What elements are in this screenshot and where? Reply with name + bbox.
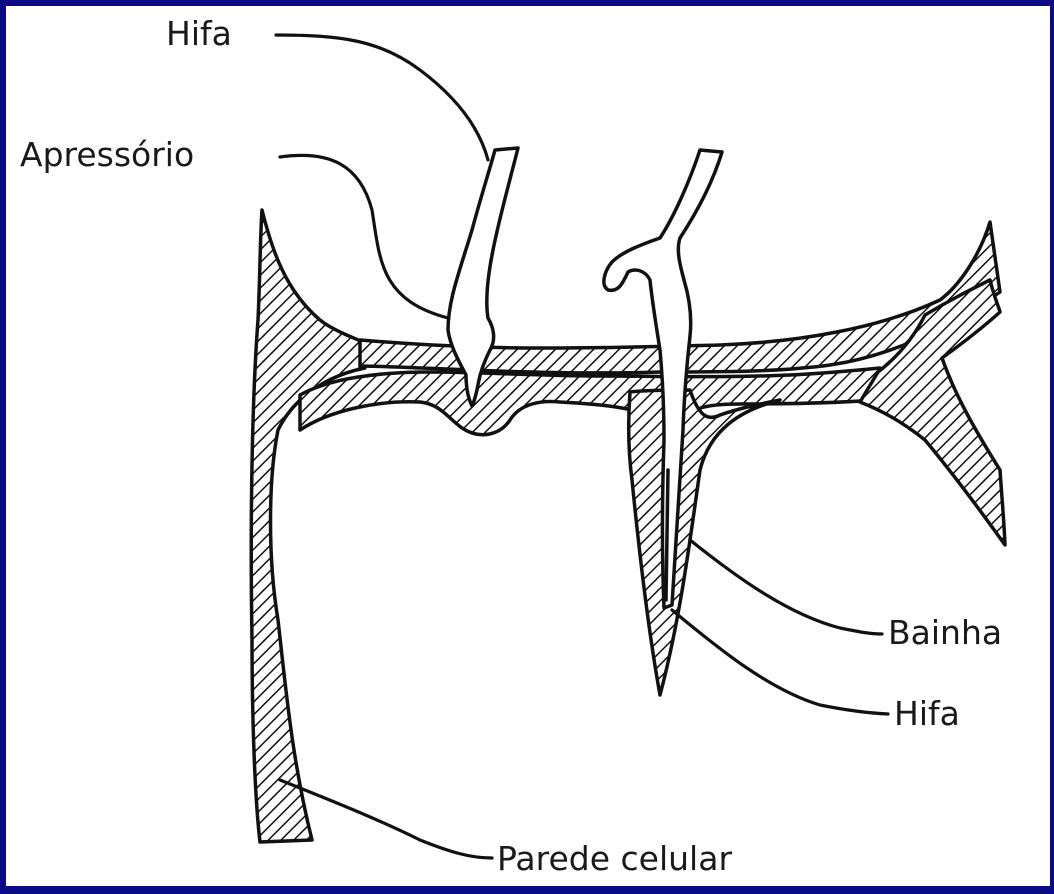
lower-wall-band	[300, 368, 900, 435]
leader-apressorio	[280, 155, 448, 318]
label-hifa-bottom: Hifa	[894, 694, 960, 733]
label-apressorio: Apressório	[20, 135, 194, 174]
fungal-penetration-diagram: Hifa Apressório Bainha Hifa Parede celul…	[6, 6, 1050, 886]
leader-hifa-top	[276, 35, 488, 160]
leader-parede-celular	[280, 780, 492, 858]
label-parede-celular: Parede celular	[497, 839, 732, 878]
diagram-panel: Hifa Apressório Bainha Hifa Parede celul…	[6, 6, 1050, 886]
leader-hifa-bottom	[672, 610, 888, 714]
label-bainha: Bainha	[888, 613, 1002, 652]
left-cell-wall	[251, 210, 370, 842]
leader-bainha	[690, 540, 882, 634]
inner-hypha-line	[666, 470, 668, 600]
sheath	[629, 390, 780, 695]
label-hifa-top: Hifa	[166, 14, 232, 53]
